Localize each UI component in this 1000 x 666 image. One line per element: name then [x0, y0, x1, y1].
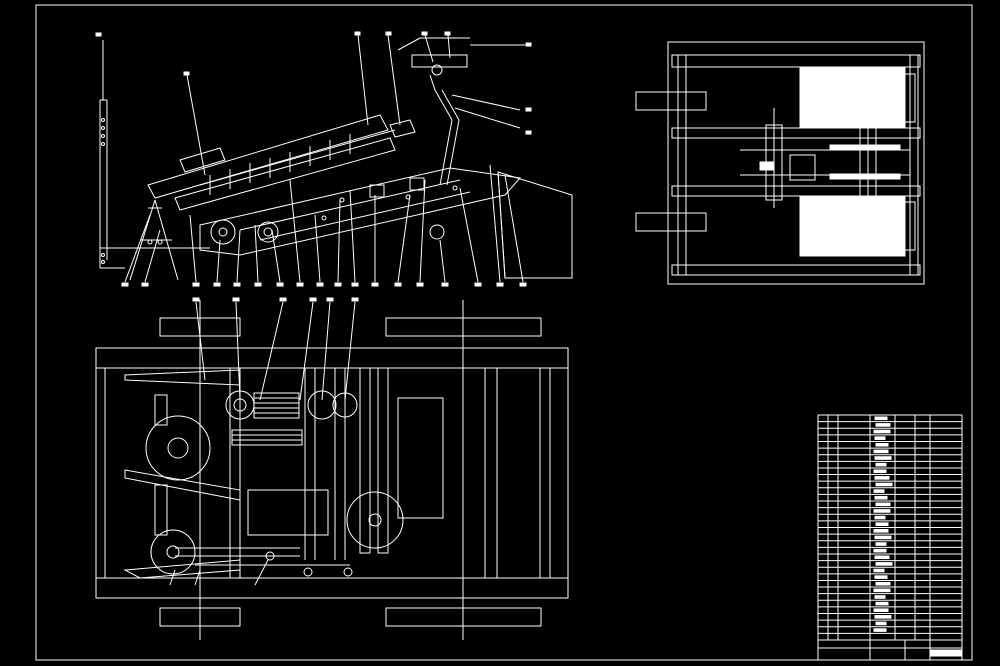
- bom-cell-entry: [874, 615, 892, 619]
- bom-cell-entry: [875, 621, 887, 626]
- bom-cell-entry: [875, 581, 891, 586]
- bom-cell-entry: [874, 595, 886, 599]
- side-elevation-view: [95, 31, 573, 287]
- bom-cell-entry: [875, 522, 889, 526]
- drawing-border: [35, 4, 973, 661]
- title-block: [817, 414, 963, 661]
- bom-cell-entry: [874, 515, 886, 520]
- bom-cell-entry: [875, 502, 891, 507]
- bom-cell-entry: [874, 555, 890, 560]
- bom-cell-entry: [873, 469, 887, 474]
- bom-cell-entry: [874, 456, 892, 460]
- end-view: [635, 41, 925, 285]
- bom-cell-entry: [875, 442, 889, 447]
- bom-cell-entry: [874, 535, 892, 540]
- bom-cell-entry: [873, 548, 887, 553]
- bom-cell-entry: [873, 628, 887, 632]
- bom-cell-entry: [873, 608, 889, 613]
- bom-cell-entry: [873, 509, 891, 513]
- bom-cell-entry: [873, 429, 891, 434]
- bom-cell-entry: [874, 575, 888, 579]
- bom-cell-entry: [875, 562, 893, 566]
- bom-cell-entry: [874, 416, 888, 421]
- bom-cell-entry: [875, 601, 889, 606]
- bom-cell-entry: [873, 568, 885, 573]
- bom-cell-entry: [875, 542, 887, 546]
- bom-cell-entry: [874, 436, 886, 440]
- bom-cell-entry: [875, 462, 887, 467]
- bom-cell-entry: [873, 529, 889, 533]
- bom-cell-entry: [874, 495, 888, 500]
- bom-cell-entry: [875, 423, 891, 427]
- bom-cell-entry: [874, 476, 890, 480]
- plan-view: [95, 297, 569, 640]
- bom-cell-entry: [873, 588, 891, 593]
- bom-cell-entry: [875, 482, 893, 487]
- bom-cell-entry: [873, 449, 889, 454]
- bom-cell-entry: [873, 489, 885, 493]
